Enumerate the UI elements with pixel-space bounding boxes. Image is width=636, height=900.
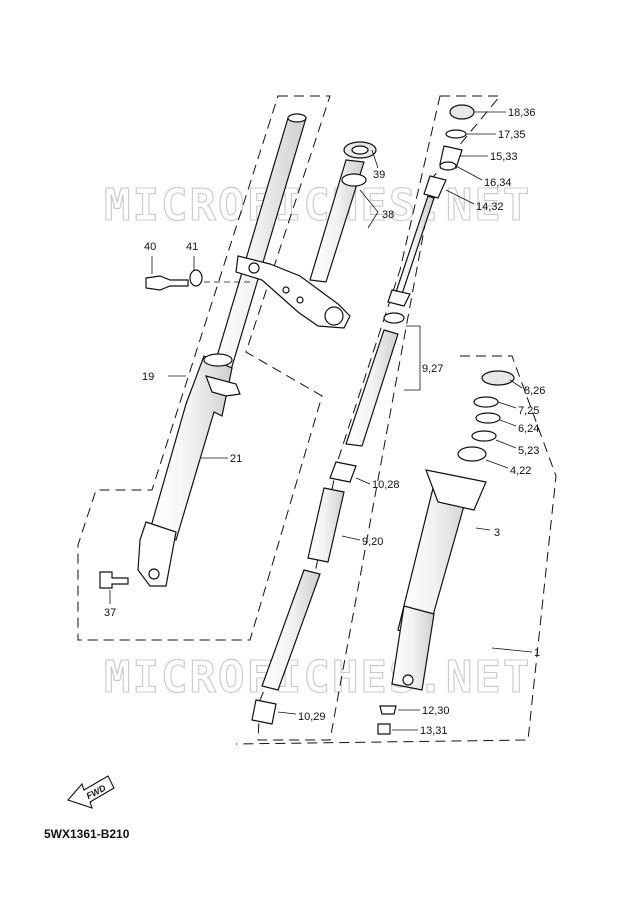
callout-18-36: 18,36 <box>508 107 536 119</box>
callout-40: 40 <box>144 241 156 253</box>
callout-9-20: 9,20 <box>362 536 383 548</box>
lower-collar <box>251 699 277 725</box>
callout-12-30: 12,30 <box>422 705 450 717</box>
bracket-bolt-b <box>296 296 304 304</box>
bolt-12-30 <box>379 705 397 715</box>
left-axle-holder <box>137 521 177 587</box>
callout-10-29: 10,29 <box>298 711 326 723</box>
snap-ring-top <box>445 129 467 139</box>
callout-13-31: 13,31 <box>420 725 448 737</box>
drain-bolt <box>99 571 129 589</box>
watermark-bottom: MICROFICHES.NET <box>104 652 531 703</box>
clamp-bolt <box>145 275 189 291</box>
cylinder <box>345 329 399 447</box>
left-assembly-boundary <box>77 95 331 641</box>
callout-39: 39 <box>373 169 385 181</box>
right-axle-hole <box>402 674 414 686</box>
callout-8-26: 8,26 <box>524 385 545 397</box>
oil-seal <box>475 412 501 424</box>
cap-bolt <box>449 104 475 120</box>
main-spring-tube <box>261 569 321 691</box>
callout-7-25: 7,25 <box>518 405 539 417</box>
callout-37: 37 <box>104 607 116 619</box>
bracket-bolt-a <box>282 286 290 294</box>
bracket-hole-left <box>248 262 260 274</box>
forward-direction-arrow: FWD <box>67 775 115 809</box>
callout-4-22: 4,22 <box>510 465 531 477</box>
bracket-hole-right <box>324 306 344 326</box>
spring-top <box>423 175 447 199</box>
bushing <box>457 446 487 462</box>
dust-seal <box>481 370 515 386</box>
right-fork-assembly <box>377 370 515 735</box>
right-slider <box>391 605 435 691</box>
callout-5-23: 5,23 <box>518 445 539 457</box>
left-tube-top <box>287 113 307 123</box>
left-axle-hole <box>148 568 160 580</box>
rebound-spring <box>329 461 357 483</box>
steering-shaft <box>309 159 365 283</box>
fwd-arrow-icon <box>67 775 115 809</box>
leader-lines <box>109 111 533 731</box>
callout-16-34: 16,34 <box>484 177 512 189</box>
callout-1: 1 <box>534 647 540 659</box>
left-outer-slider <box>149 355 233 541</box>
steering-collar <box>341 173 367 187</box>
callout-15-33: 15,33 <box>490 151 518 163</box>
callout-38: 38 <box>382 209 394 221</box>
diagram-code: 5WX1361-B210 <box>44 827 130 841</box>
left-fork-assembly <box>99 113 377 589</box>
o-ring-top <box>439 161 457 171</box>
spring-lower <box>387 289 411 307</box>
right-assembly-boundary <box>235 355 557 745</box>
clamp-washer <box>189 269 203 287</box>
callout-19: 19 <box>142 371 154 383</box>
callout-17-35: 17,35 <box>498 129 526 141</box>
bolt-13-31 <box>377 723 391 735</box>
inner-parts <box>251 104 475 725</box>
callout-3: 3 <box>494 527 500 539</box>
inner-parts-boundary <box>257 95 502 741</box>
left-slider-top <box>203 353 233 367</box>
right-top-collar <box>425 469 487 511</box>
watermark-top: MICROFICHES.NET <box>104 180 531 231</box>
callout-10-28: 10,28 <box>372 479 400 491</box>
callout-14-32: 14,32 <box>476 201 504 213</box>
bearing-cap-inner <box>351 145 369 155</box>
callout-9-27: 9,27 <box>422 363 443 375</box>
washer <box>471 430 497 442</box>
callout-6-24: 6,24 <box>518 423 539 435</box>
collar-sleeve <box>307 487 345 563</box>
left-slider-fin <box>205 375 241 397</box>
lower-bracket <box>235 255 351 329</box>
retaining-clip <box>473 396 499 408</box>
guide-ring <box>383 312 405 324</box>
callout-41: 41 <box>186 241 198 253</box>
callout-21: 21 <box>230 453 242 465</box>
